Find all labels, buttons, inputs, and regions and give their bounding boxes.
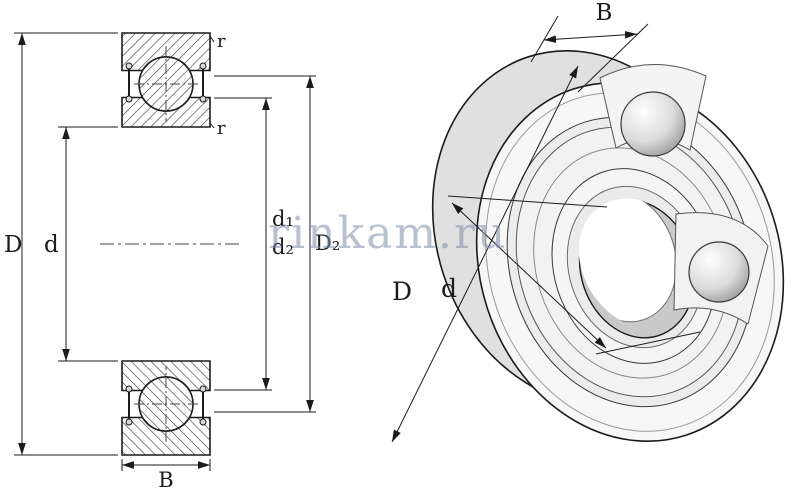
seal-left-bead-bottom (125, 95, 133, 103)
label-radius-outer: r (217, 31, 226, 52)
bearing-section-bottom (121, 360, 211, 456)
label-outer-diameter: D (4, 232, 22, 258)
label-bore-diameter-3d: d (441, 274, 457, 303)
ball-top-3d (620, 91, 686, 157)
leader-line (209, 35, 215, 43)
dim-D2: D₂ (214, 75, 340, 413)
label-radius-inner: r (217, 118, 226, 139)
cross-section-view: D d d₁ d₂ D₂ r r (4, 31, 340, 491)
dim-width: B (121, 459, 211, 491)
ext-line (595, 331, 701, 355)
perspective-view: B D d (391, 0, 785, 443)
seal-right-bead-top (199, 62, 207, 70)
dim-line (543, 30, 638, 44)
dim-width-3d: B (530, 0, 649, 93)
label-width: B (158, 468, 173, 491)
dim-outer-diameter: D (4, 32, 118, 456)
label-bore-diameter: d (44, 232, 59, 258)
label-outer-diameter-3d: D (392, 277, 412, 306)
leader-line (209, 122, 215, 129)
seal-right-bead-bottom (199, 95, 207, 103)
dim-bore-diameter: d (44, 126, 118, 362)
radius-labels: r r (209, 31, 226, 139)
label-d1: d₁ (272, 207, 294, 231)
label-D2: D₂ (315, 231, 340, 255)
label-d2: d₂ (272, 235, 294, 259)
label-width-3d: B (596, 0, 613, 26)
dim-bore-diameter-3d: d (441, 195, 701, 355)
dim-line (451, 202, 607, 349)
ball-right-3d (688, 241, 750, 303)
bearing-section-top (121, 32, 211, 128)
seal-left-bead-top (125, 62, 133, 70)
dim-d1-d2: d₁ d₂ (214, 97, 294, 391)
